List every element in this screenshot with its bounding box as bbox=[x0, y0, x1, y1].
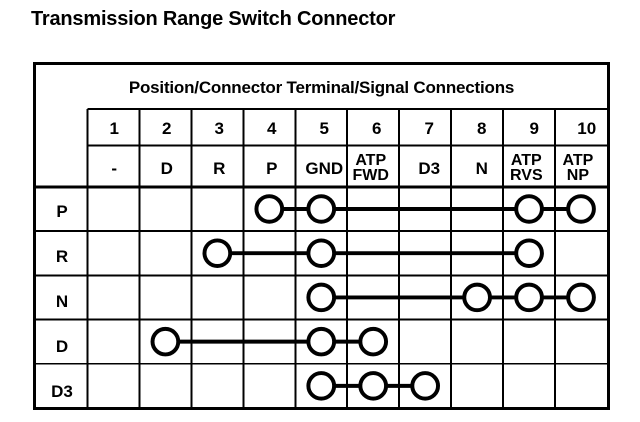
terminal-number-8: 8 bbox=[477, 119, 487, 138]
signal-name-terminal-1: - bbox=[111, 158, 118, 178]
connection-node bbox=[566, 282, 596, 313]
position-row-label-N: N bbox=[55, 292, 69, 311]
connection-node bbox=[254, 194, 285, 224]
connection-node bbox=[306, 326, 337, 357]
terminal-number-5: 5 bbox=[319, 119, 329, 138]
signal-name-terminal-2: D bbox=[160, 158, 173, 178]
connection-node bbox=[306, 282, 337, 313]
terminal-number-3: 3 bbox=[214, 119, 224, 138]
signal-name-terminal-6: ATP FWD bbox=[352, 151, 389, 184]
connector-table: Position/Connector Terminal/Signal Conne… bbox=[33, 62, 610, 410]
terminal-number-6: 6 bbox=[372, 119, 382, 138]
terminal-number-7: 7 bbox=[424, 119, 434, 138]
table-banner-title: Position/Connector Terminal/Signal Conne… bbox=[128, 77, 515, 97]
terminal-number-10: 10 bbox=[577, 119, 597, 138]
signal-name-terminal-10: ATP NP bbox=[562, 151, 594, 184]
signal-name-terminal-9: ATP RVS bbox=[510, 151, 543, 184]
connection-node bbox=[462, 282, 492, 313]
connection-node bbox=[514, 194, 544, 224]
connection-node bbox=[410, 371, 441, 401]
connection-node bbox=[566, 194, 596, 224]
connection-node bbox=[306, 371, 337, 401]
connection-node bbox=[202, 238, 233, 268]
connection-node bbox=[358, 326, 389, 357]
terminal-number-9: 9 bbox=[529, 119, 539, 138]
position-row-label-R: R bbox=[55, 247, 69, 266]
terminal-number-4: 4 bbox=[267, 119, 277, 138]
signal-name-terminal-8: N bbox=[475, 158, 488, 178]
signal-name-terminal-5: GND bbox=[305, 158, 344, 178]
position-row-label-D3: D3 bbox=[51, 382, 73, 401]
connection-node bbox=[514, 238, 544, 268]
terminal-number-2: 2 bbox=[162, 119, 172, 138]
connection-node bbox=[150, 326, 181, 357]
connection-node bbox=[306, 194, 337, 224]
connection-node bbox=[358, 371, 389, 401]
signal-name-terminal-7: D3 bbox=[418, 158, 441, 178]
connection-node bbox=[514, 282, 544, 313]
page-title: Transmission Range Switch Connector bbox=[31, 8, 396, 30]
signal-name-terminal-4: P bbox=[266, 158, 278, 178]
position-row-label-D: D bbox=[55, 337, 69, 356]
signal-name-terminal-3: R bbox=[213, 158, 226, 178]
terminal-number-1: 1 bbox=[109, 119, 119, 138]
connection-node bbox=[306, 238, 337, 268]
position-row-label-P: P bbox=[56, 202, 68, 221]
